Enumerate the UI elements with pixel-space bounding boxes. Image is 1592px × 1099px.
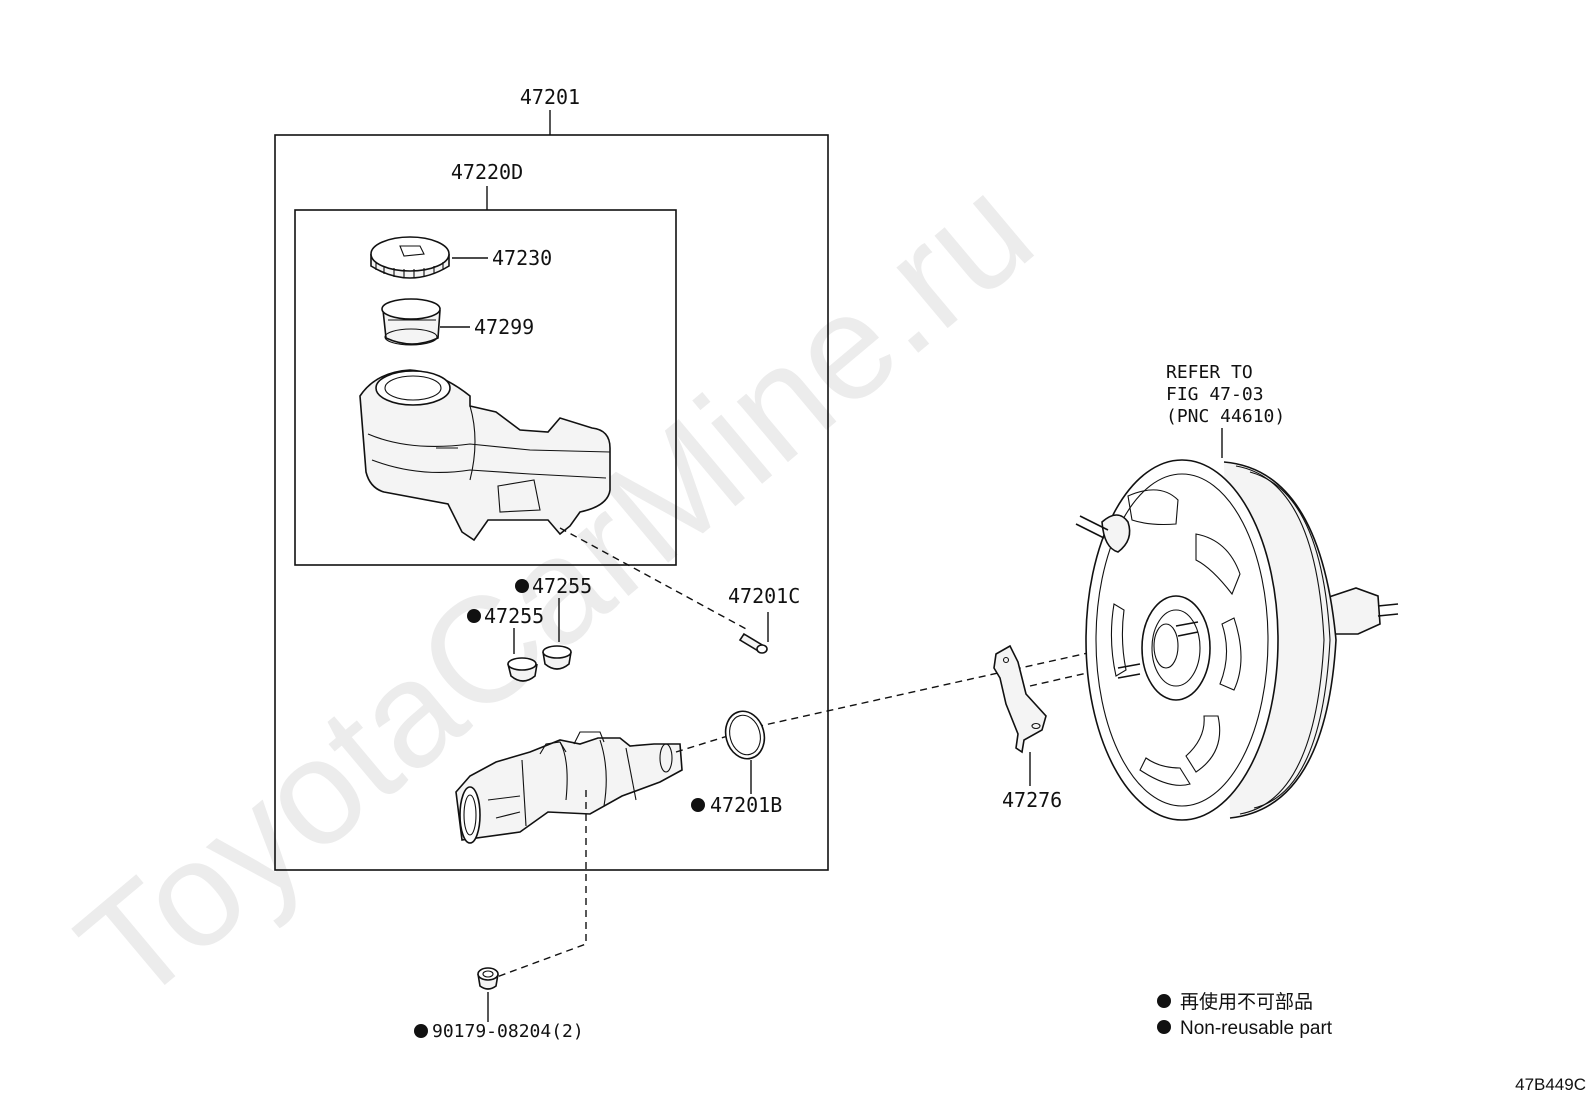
nut-dash-line: [493, 790, 587, 979]
assembly-47201: 47201: [274, 85, 829, 871]
nonreusable-dot: [467, 609, 481, 623]
booster-ref-line3[interactable]: (PNC 44610): [1166, 406, 1285, 427]
strainer-47299[interactable]: 47299: [381, 298, 534, 346]
reservoir-box: [294, 209, 677, 566]
assembly-box: [274, 134, 829, 871]
nut-90179-08204[interactable]: 90179-08204(2): [414, 790, 587, 1042]
figure-id: 47B449C: [1515, 1075, 1586, 1094]
legend-jp: 再使用不可部品: [1180, 991, 1313, 1013]
nut-label[interactable]: 90179-08204(2): [432, 1021, 584, 1042]
reservoir-cap-47230[interactable]: 47230: [370, 236, 552, 279]
legend: 再使用不可部品 Non-reusable part: [1157, 991, 1333, 1039]
grommet-b-label[interactable]: 47255: [532, 574, 592, 598]
master-cylinder-body: [455, 731, 683, 844]
grommet-47255-a[interactable]: 47255: [467, 604, 544, 682]
bracket-47276[interactable]: 47276: [993, 644, 1062, 812]
nonreusable-dot: [414, 1024, 428, 1038]
legend-dot-en: [1157, 1020, 1171, 1034]
grommet-47255-b[interactable]: 47255: [515, 574, 592, 670]
legend-dot-jp: [1157, 994, 1171, 1008]
pin-label[interactable]: 47201C: [728, 584, 800, 608]
cap-label[interactable]: 47230: [492, 246, 552, 270]
bracket-label[interactable]: 47276: [1002, 788, 1062, 812]
reservoir-assembly-47220D: 47220D: [294, 160, 677, 566]
booster-ref-line1[interactable]: REFER TO: [1166, 362, 1253, 383]
strainer-label[interactable]: 47299: [474, 315, 534, 339]
brake-booster: REFER TO FIG 47-03 (PNC 44610): [1075, 362, 1399, 821]
legend-en: Non-reusable part: [1180, 1018, 1333, 1039]
pin-47201C[interactable]: 47201C: [728, 584, 800, 654]
nonreusable-dot: [691, 798, 705, 812]
booster-ref-line2[interactable]: FIG 47-03: [1166, 384, 1264, 405]
o-ring-label[interactable]: 47201B: [710, 793, 782, 817]
reservoir-label[interactable]: 47220D: [451, 160, 523, 184]
grommet-a-label[interactable]: 47255: [484, 604, 544, 628]
o-ring-47201B[interactable]: 47201B: [691, 707, 782, 817]
assembly-label[interactable]: 47201: [520, 85, 580, 109]
reservoir-tank: [359, 369, 611, 542]
nonreusable-dot: [515, 579, 529, 593]
